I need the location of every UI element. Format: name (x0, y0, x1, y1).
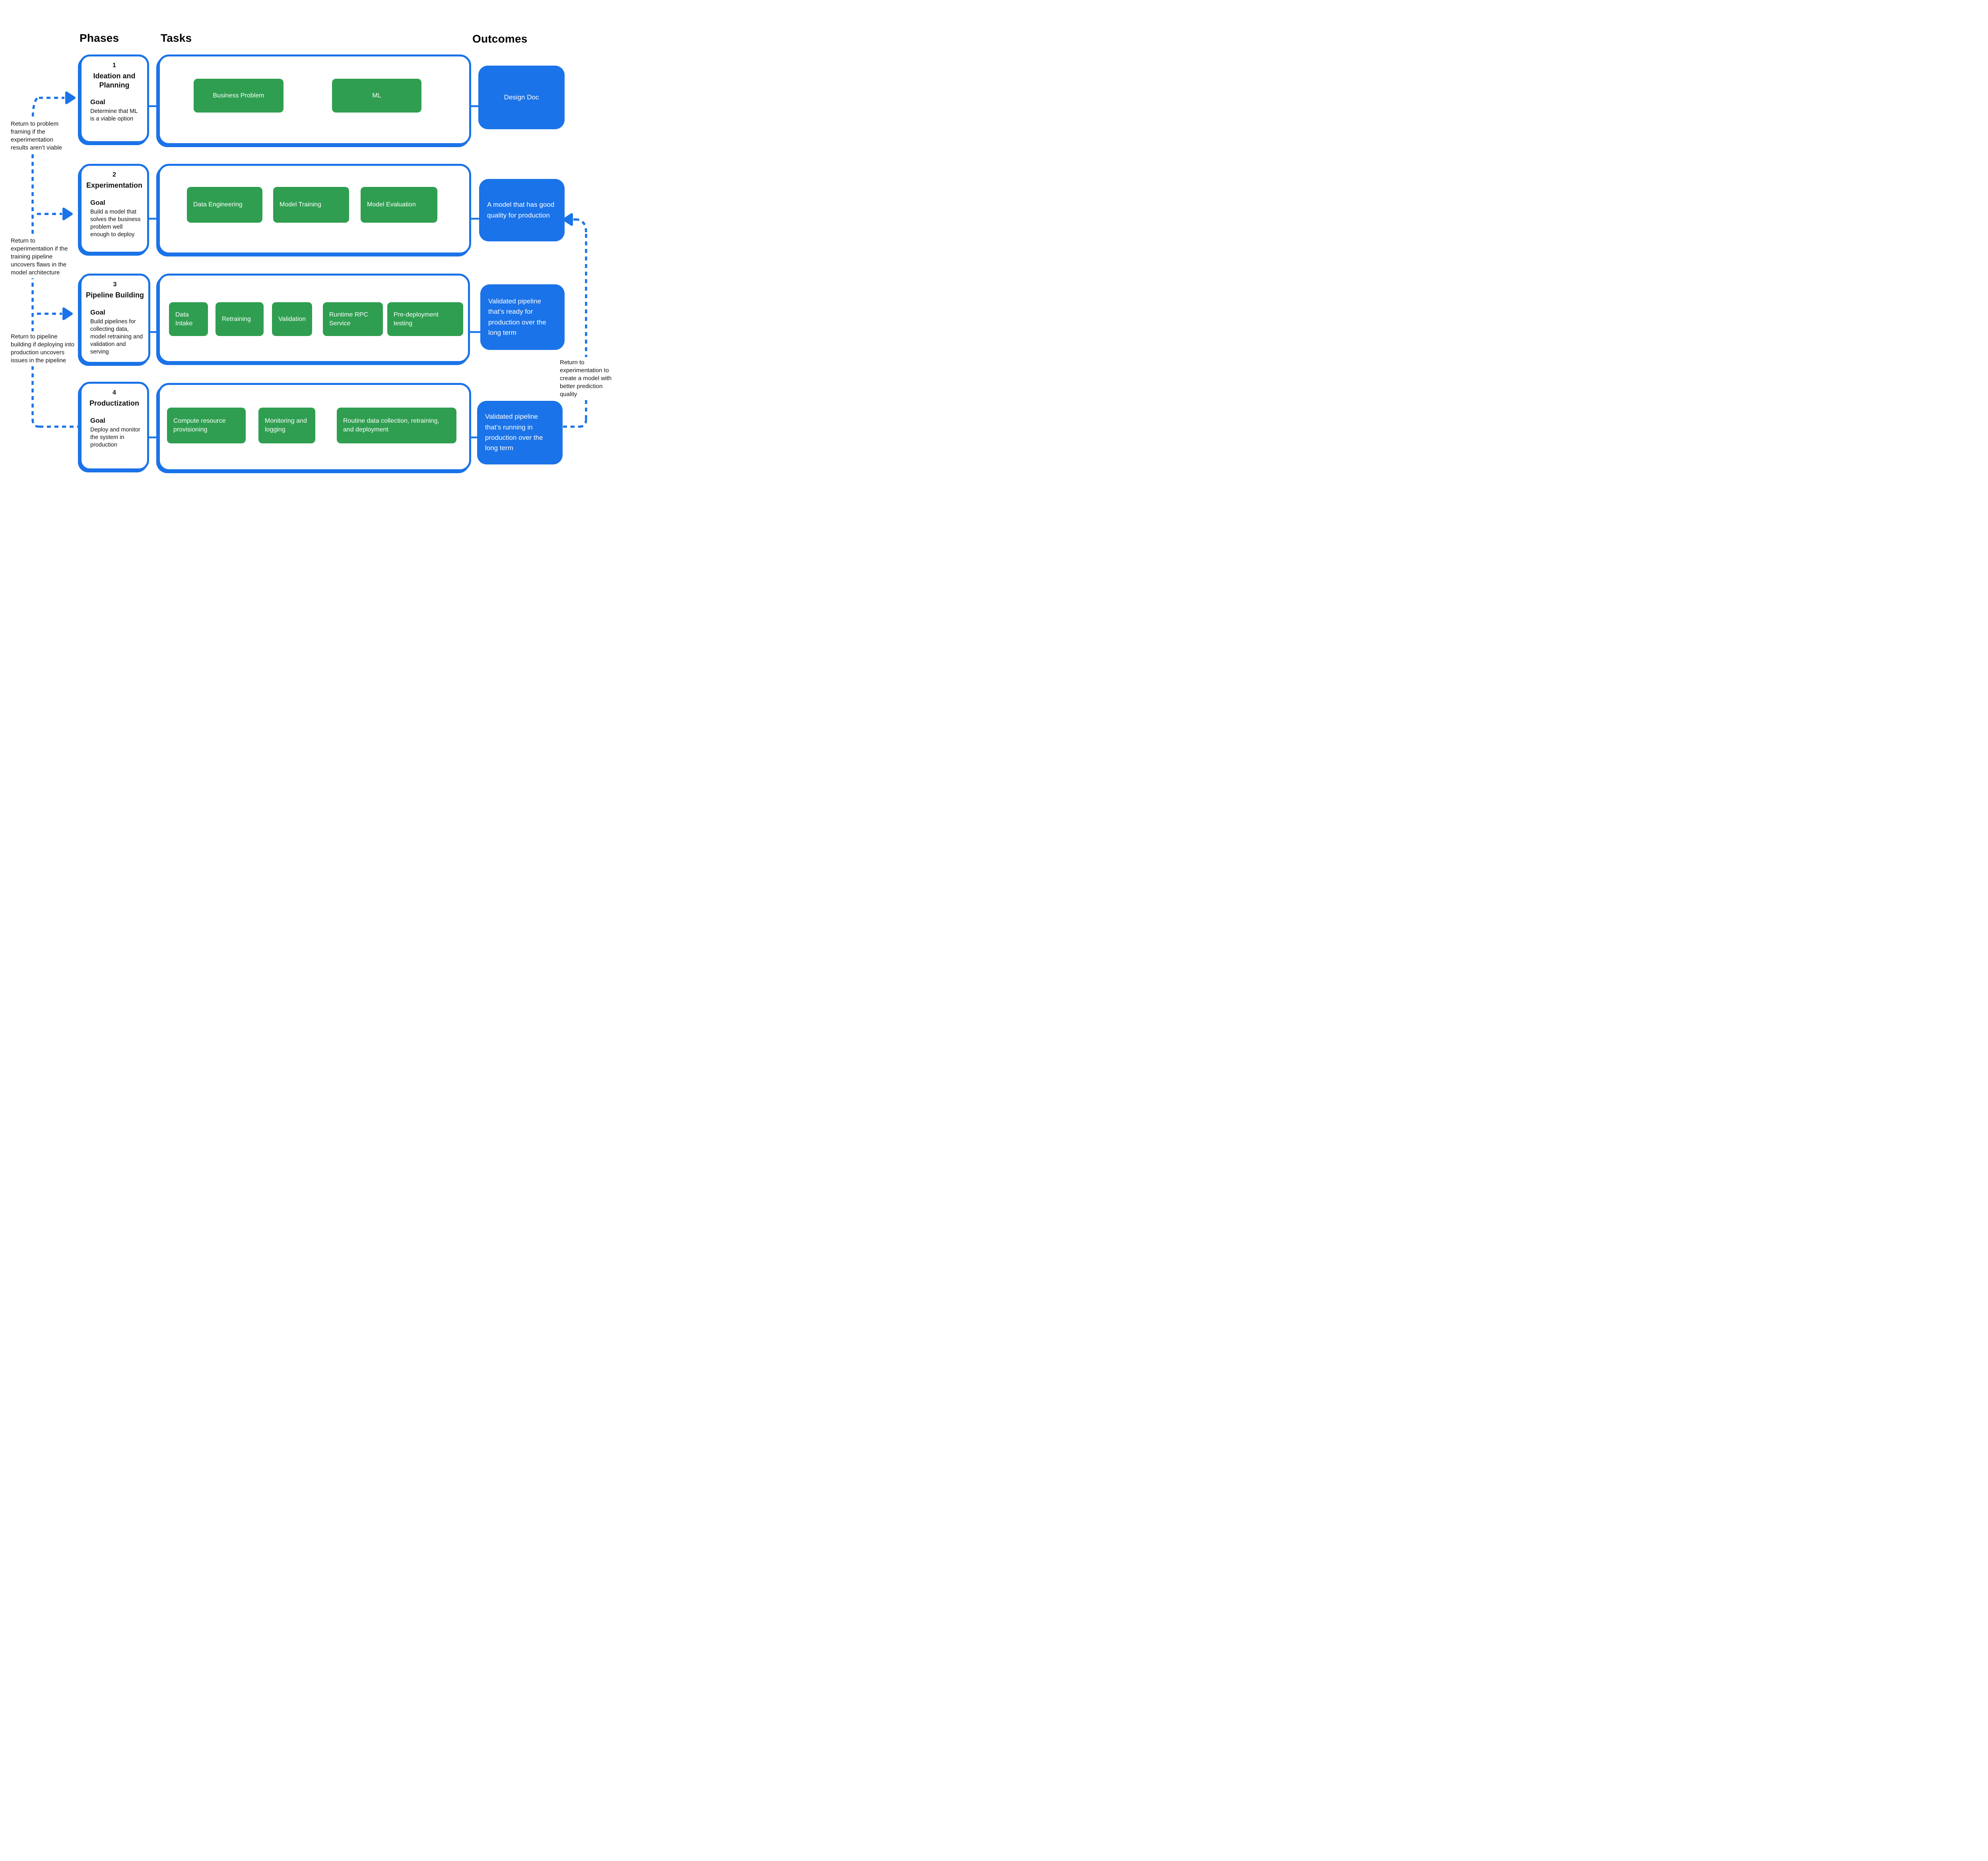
task-connector-lines (208, 95, 387, 427)
note-return-pipeline-building: Return to pipeline building if deploying… (11, 331, 78, 367)
phase-title: Productization (89, 399, 139, 407)
arrowhead-right-icon (65, 91, 76, 104)
note-return-problem-framing: Return to problem framing if the experim… (11, 118, 67, 154)
outcomes-header: Outcomes (472, 33, 528, 45)
task-routine-data-collection: Routine data collection, retraining, and… (337, 408, 456, 443)
phase-number: 4 (113, 389, 116, 396)
task-model-training: Model Training (273, 187, 349, 223)
task-model-evaluation: Model Evaluation (361, 187, 437, 223)
note-return-experimentation: Return to experimentation if the trainin… (11, 235, 75, 279)
outcome-design-doc: Design Doc (478, 66, 565, 129)
row-connector-lines (148, 105, 481, 439)
return-path-right-arrowhead (563, 213, 573, 226)
task-compute-resource-provisioning: Compute resource provisioning (167, 408, 246, 443)
arrowhead-right-icon (62, 208, 73, 220)
phase-title: Ideation and Planning (93, 72, 136, 89)
note-return-experimentation-quality: Return to experimentation to create a mo… (560, 357, 620, 400)
arrowhead-left-icon (563, 213, 573, 226)
goal-text: Build a model that solves the business p… (90, 208, 141, 238)
task-ml: ML (332, 79, 421, 113)
phase-box-experimentation: 2 Experimentation Goal Build a model tha… (80, 164, 149, 254)
goal-text: Build pipelines for collecting data, mod… (90, 318, 143, 355)
task-pre-deployment-testing: Pre-deployment testing (387, 302, 463, 336)
outcome-validated-pipeline-running: Validated pipeline that’s running in pro… (477, 401, 563, 464)
tasks-header: Tasks (161, 32, 192, 44)
phase-number: 2 (113, 171, 116, 178)
task-data-intake: Data Intake (169, 302, 208, 336)
task-runtime-rpc-service: Runtime RPC Service (323, 302, 383, 336)
phase-number: 1 (113, 62, 116, 69)
goal-text: Determine that ML is a viable option (90, 108, 138, 122)
task-retraining: Retraining (215, 302, 264, 336)
phase-number: 3 (113, 281, 117, 288)
goal-text: Deploy and monitor the system in product… (90, 426, 140, 448)
outcome-validated-pipeline-ready: Validated pipeline that’s ready for prod… (480, 284, 565, 350)
task-monitoring-and-logging: Monitoring and logging (258, 408, 315, 443)
arrowhead-right-icon (62, 307, 73, 320)
mlops-phases-diagram: Phases Tasks Outcomes 1 Ideation and Pla… (0, 0, 623, 514)
task-business-problem: Business Problem (194, 79, 283, 113)
phases-header: Phases (80, 32, 119, 44)
goal-label: Goal (90, 198, 105, 206)
goal-label: Goal (90, 416, 105, 424)
phase-box-pipeline-building: 3 Pipeline Building Goal Build pipelines… (80, 274, 150, 364)
goal-label: Goal (90, 308, 105, 316)
phase-box-ideation: 1 Ideation and Planning Goal Determine t… (80, 54, 149, 143)
goal-label: Goal (90, 98, 105, 106)
task-data-engineering: Data Engineering (187, 187, 262, 223)
phase-title: Experimentation (86, 181, 143, 189)
task-validation: Validation (272, 302, 312, 336)
outcome-quality-model: A model that has good quality for produc… (479, 179, 565, 241)
phase-title: Pipeline Building (85, 291, 144, 299)
phase-box-productization: 4 Productization Goal Deploy and monitor… (80, 382, 149, 470)
return-path-left-arrowheads (62, 91, 76, 320)
